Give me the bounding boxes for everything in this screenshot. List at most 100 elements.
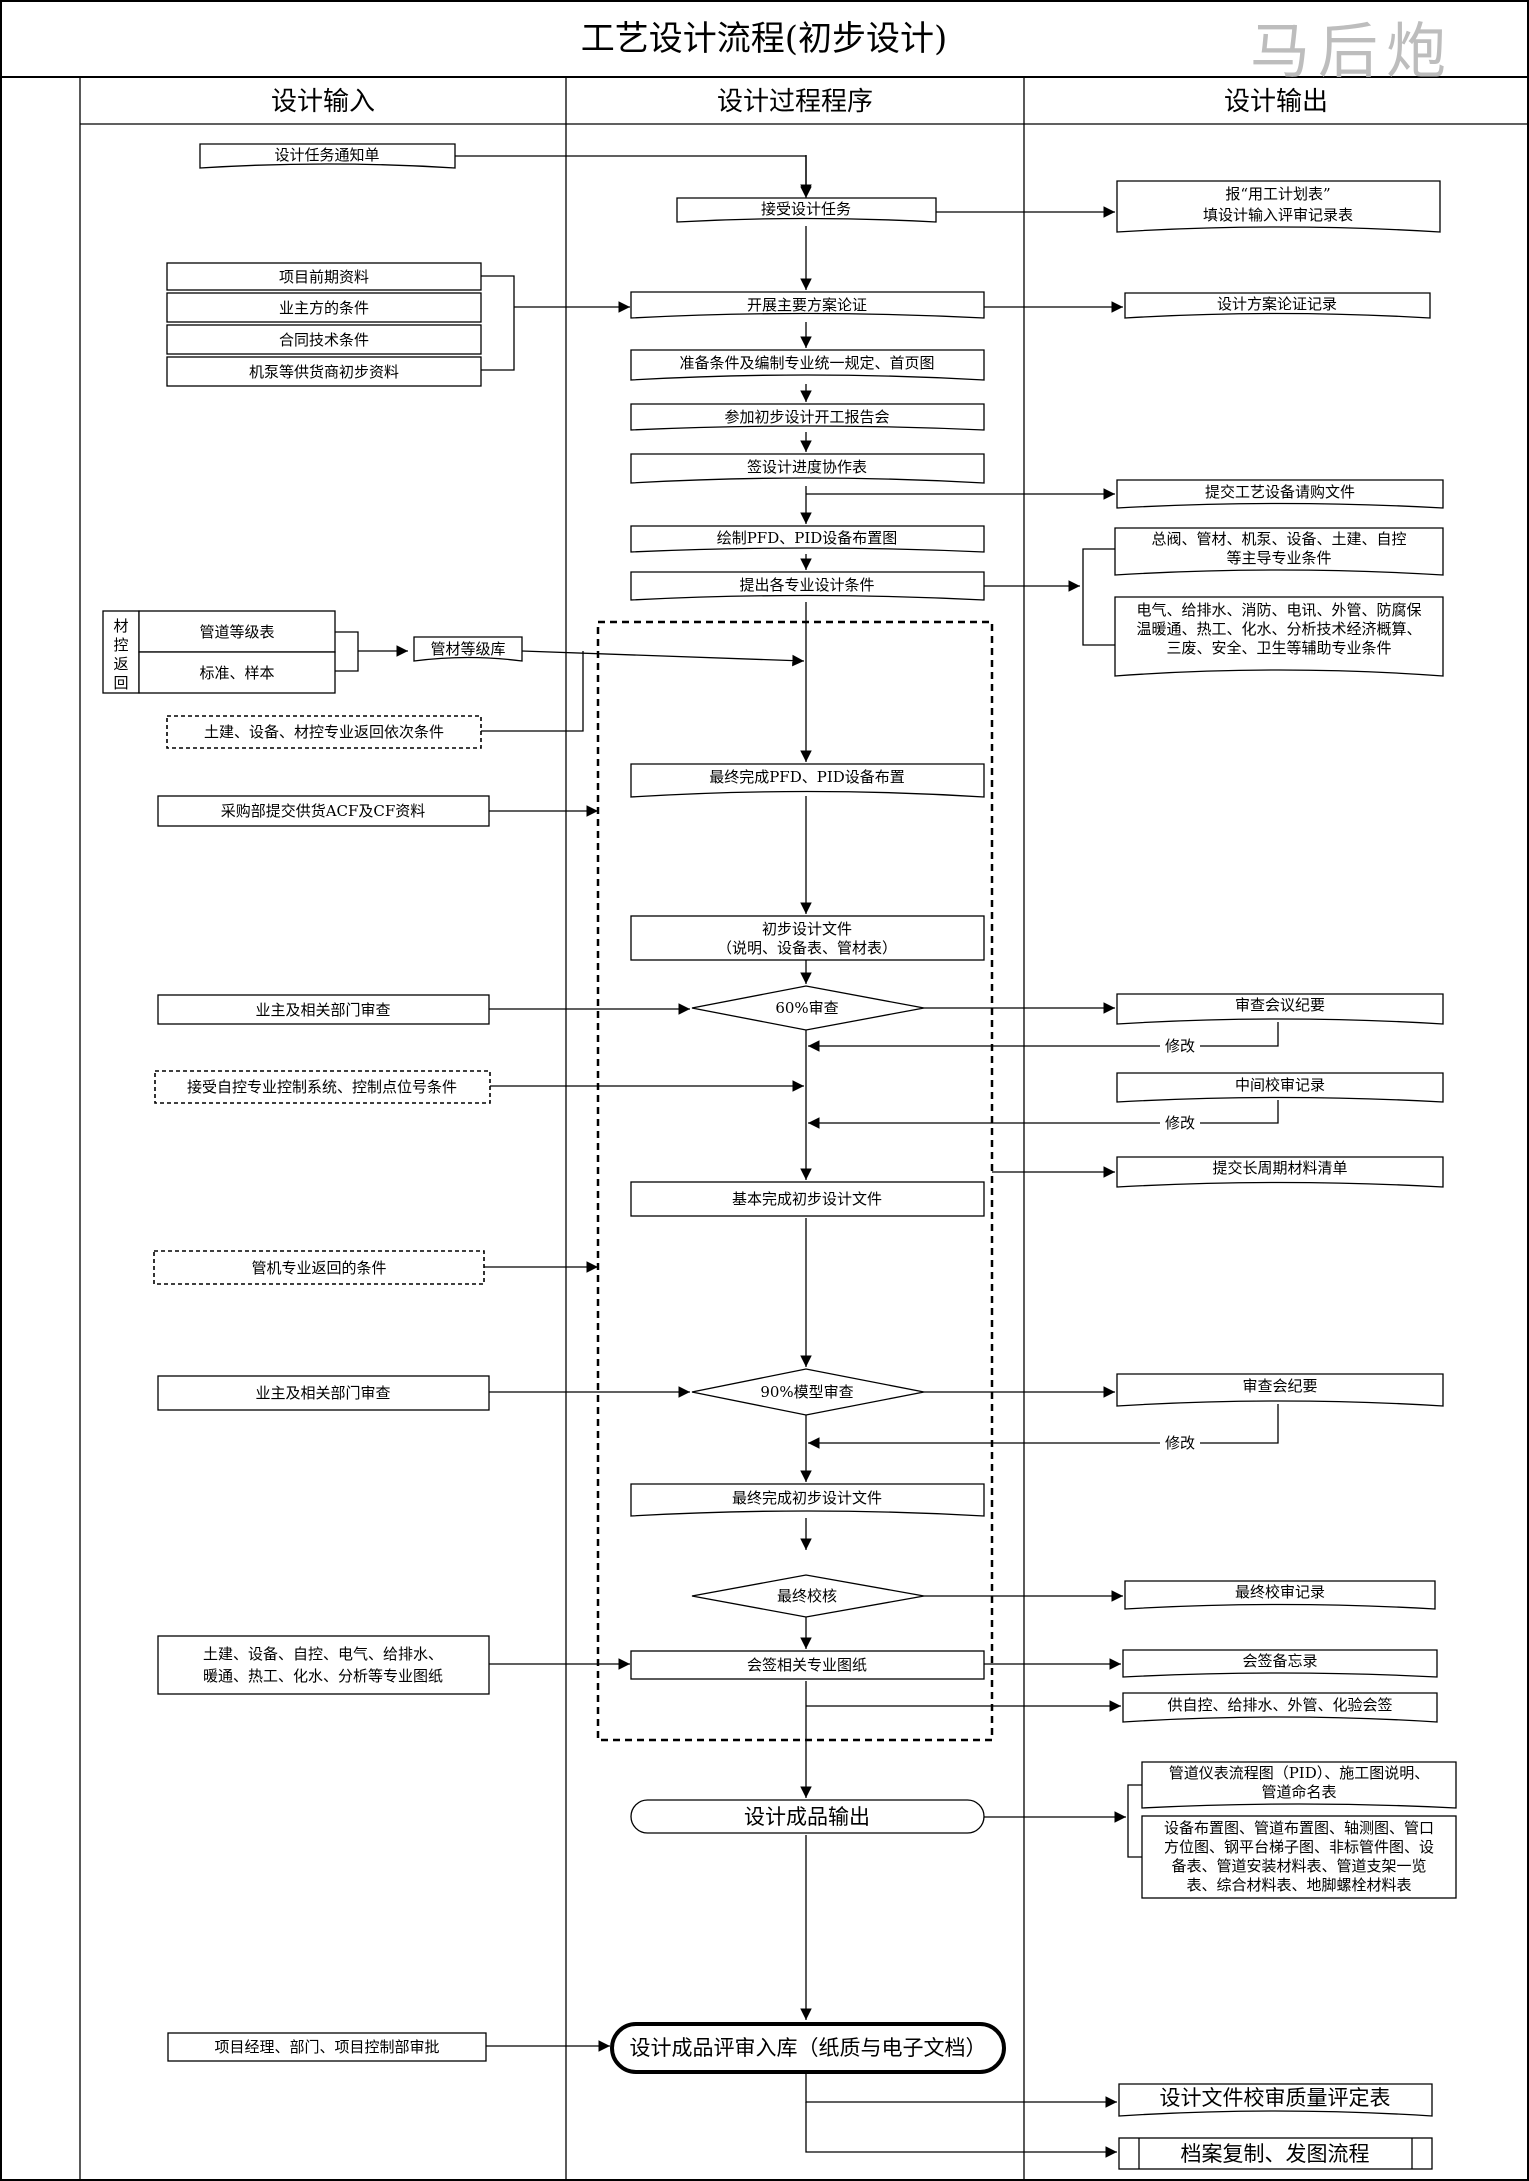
modify-label-bg [1160,1036,1200,1056]
input-bracket [335,631,359,672]
modify-feedback-arrow [808,1022,1279,1052]
output-bracket [1127,1784,1142,1858]
equipment-requisition-doc [1116,479,1444,509]
countersign-node [630,1650,985,1680]
basic-complete-node [630,1181,985,1217]
final-pfd-label: 最终完成PFD、PID设备布置 [709,768,905,786]
final-docs-node [630,1483,985,1517]
pipe-class-table-label: 管道等级表 [199,623,274,641]
archive-copy-box [1118,2137,1433,2170]
scheme-record-doc [1124,292,1431,319]
layout-docs-line: 方位图、钢平台梯子图、非标管件图、设 [1164,1838,1434,1856]
material-control-char: 控 [113,636,128,654]
layout-docs-line: 备表、管道安装材料表、管道支架一览 [1171,1857,1426,1875]
piping-return-box [153,1250,485,1285]
prepare-rules-label: 准备条件及编制专业统一规定、首页图 [679,354,934,372]
discipline-drawings-line: 暖通、热工、化水、分析等专业图纸 [203,1667,443,1685]
standard-sample-box [138,651,336,694]
interim-record-label: 中间校审记录 [1235,1076,1325,1094]
final-pfd-node [630,763,985,798]
pre-project-box [166,262,482,291]
equipment-requisition-label: 提交工艺设备请购文件 [1205,483,1355,501]
issue-conditions-node [630,571,985,601]
final-check-label: 最终校核 [777,1587,837,1605]
material-control-char: 材 [113,617,128,635]
instrument-conditions-label: 接受自控专业控制系统、控制点位号条件 [187,1078,457,1096]
modify-feedback-arrow [808,1404,1279,1449]
pid-docs-line: 管道命名表 [1261,1783,1336,1801]
owner-conditions-label: 业主方的条件 [279,299,369,317]
modify-label: 修改 [1165,1114,1195,1132]
lead-disciplines-line: 等主导专业条件 [1226,549,1331,567]
owner-review-60-box [157,994,490,1025]
issue-conditions-label: 提出各专业设计条件 [739,576,874,594]
long-lead-list-label: 提交长周期材料清单 [1212,1159,1347,1177]
interim-record-doc [1116,1072,1444,1103]
discipline-drawings-box [157,1635,490,1695]
review-60-label: 60%审查 [775,999,838,1017]
quality-evaluation-label: 设计文件校审质量评定表 [1160,2086,1391,2110]
watermark-stamp: 马后炮 [1250,17,1454,87]
labor-plan-line: 报“用工计划表” [1225,185,1330,203]
scheme-demo-node [630,291,985,319]
civil-return-label: 土建、设备、材控专业返回依次条件 [204,723,444,741]
final-check-record-doc [1124,1580,1436,1610]
civil-return-box [166,715,482,749]
task-notice-doc [199,143,456,169]
lead-disciplines-doc [1114,527,1444,576]
purchase-acf-label: 采购部提交供货ACF及CF资料 [221,802,426,820]
contract-tech-label: 合同技术条件 [279,331,369,349]
modify-feedback-arrow [808,1100,1279,1129]
modify-label-bg [1160,1113,1200,1133]
review-90-label: 90%模型审查 [760,1383,853,1401]
modify-label: 修改 [1165,1037,1195,1055]
pipe-class-table-box [138,610,336,653]
pid-docs-line: 管道仪表流程图（PID）、施工图说明、 [1169,1764,1430,1782]
pm-approval-label: 项目经理、部门、项目控制部审批 [214,2038,439,2056]
owner-review-90-box [157,1375,490,1411]
purchase-acf-box [157,795,490,827]
archive-review-label: 设计成品评审入库（纸质与电子文档） [630,2036,987,2060]
flow-arrow [455,155,812,196]
labor-plan-doc [1116,180,1441,233]
prepare-rules-node [630,349,985,381]
countersign-memo-label: 会签备忘录 [1242,1652,1317,1670]
kickoff-label: 参加初步设计开工报告会 [724,408,889,426]
output-bracket [1082,548,1115,646]
material-control-char: 返 [113,655,128,673]
pipe-class-lib-doc [413,636,523,662]
column-header-input: 设计输入 [271,87,375,117]
aux-disciplines-line: 温暖通、热工、化水、分析技术经济概算、 [1136,620,1421,638]
prelim-docs-line: 初步设计文件 [762,920,852,938]
aux-disciplines-doc [1114,596,1444,677]
accept-task-node [676,197,937,223]
pm-approval-box [167,2032,487,2062]
meeting-minutes-90-label: 审查会纪要 [1242,1377,1317,1395]
prelim-docs-node [630,915,985,961]
aux-disciplines-line: 电气、给排水、消防、电讯、外管、防腐保 [1136,601,1421,619]
pre-project-label: 项目前期资料 [279,268,369,286]
layout-docs-line: 表、综合材料表、地脚螺栓材料表 [1186,1876,1411,1894]
meeting-minutes-60-label: 审查会议纪要 [1235,996,1325,1014]
basic-complete-label: 基本完成初步设计文件 [732,1190,882,1208]
sign-schedule-node [630,453,985,484]
standard-sample-label: 标准、样本 [199,664,274,682]
draw-pfd-node [630,525,985,553]
owner-review-90-label: 业主及相关部门审查 [255,1384,390,1402]
flow-connector [481,651,584,732]
material-control-return-box [102,610,140,694]
instrument-conditions-box [154,1070,491,1104]
archive-review-node [610,2022,1006,2074]
scheme-demo-label: 开展主要方案论证 [747,296,867,314]
iteration-loop-region [596,620,994,1742]
countersign-label: 会签相关专业图纸 [747,1656,867,1674]
draw-pfd-label: 绘制PFD、PID设备布置图 [717,529,898,547]
final-check-record-label: 最终校审记录 [1235,1583,1325,1601]
flow-arrow [521,650,805,667]
long-lead-list-doc [1116,1156,1444,1188]
meeting-minutes-90-doc [1116,1373,1444,1407]
flow-arrow [805,2072,1117,2108]
quality-evaluation-doc [1118,2083,1433,2117]
